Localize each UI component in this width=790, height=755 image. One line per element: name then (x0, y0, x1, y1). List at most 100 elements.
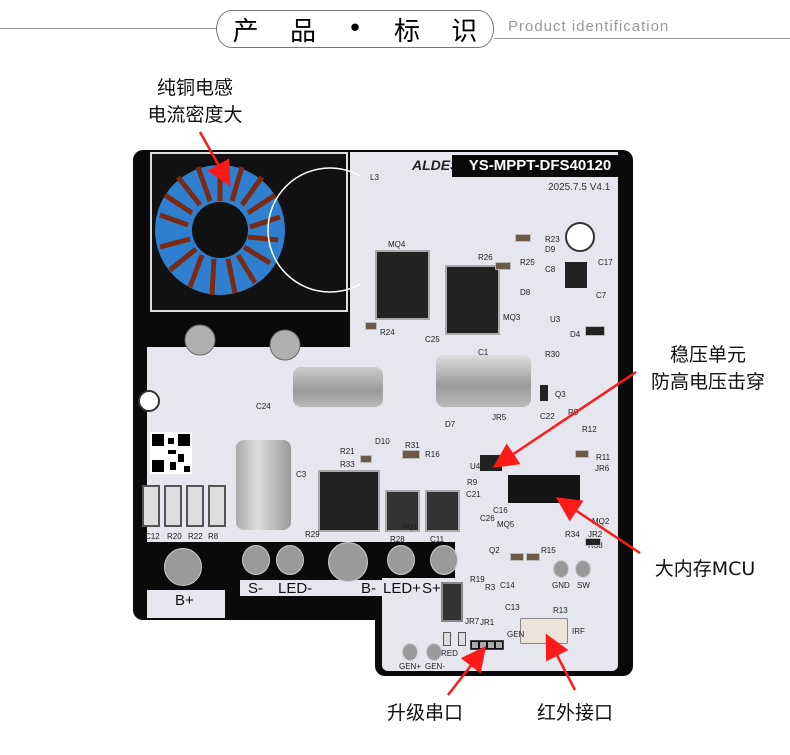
shunt-resistor (142, 485, 160, 527)
smd-part (510, 553, 524, 561)
annotation-inductor: 纯铜电感 电流密度大 (135, 75, 255, 129)
inductor-icon (155, 165, 360, 361)
smd-part (575, 450, 589, 458)
terminal-pad-s-minus (242, 545, 270, 575)
silk-label: D4 (570, 330, 581, 339)
annotation-mcu: 大内存MCU (654, 558, 756, 580)
smd-part (585, 538, 601, 546)
silk-label: R21 (340, 447, 355, 456)
capacitor-c3 (236, 440, 291, 530)
smd-part (495, 262, 511, 270)
silk-label: C25 (425, 335, 440, 344)
silk-label: R13 (553, 606, 568, 615)
silk-label: MQ4 (388, 240, 406, 249)
smd-part (526, 553, 540, 561)
terminal-pad-sw (575, 560, 591, 578)
silk-label: C11 (430, 535, 445, 544)
mounting-hole (138, 390, 160, 412)
mosfet-mq3 (445, 265, 500, 335)
silk-label: JR1 (480, 618, 495, 627)
mosfet-mq2 (425, 490, 460, 532)
silk-label: R24 (380, 328, 395, 337)
terminal-pad-gen-plus (402, 643, 418, 661)
mosfet-mq4 (375, 250, 430, 320)
silk-label: R23 (545, 235, 560, 244)
arrow-serial (447, 646, 487, 696)
header-rule-right (494, 38, 790, 39)
silk-label: C8 (545, 265, 556, 274)
terminal-label-s-minus: S- (248, 580, 263, 597)
terminal-label-b-minus: B- (361, 580, 376, 597)
silk-label: D10 (375, 437, 390, 446)
silk-label: RED (441, 649, 458, 658)
silk-label: C24 (256, 402, 271, 411)
silk-label-c16: C16 (493, 506, 508, 515)
silk-label: D9 (545, 245, 556, 254)
terminal-label-sw: SW (577, 581, 590, 590)
terminal-label-s-plus: S+ (422, 580, 441, 597)
terminal-label-gnd: GND (552, 581, 570, 590)
silk-label: C12 (145, 532, 160, 541)
model-label: YS-MPPT-DFS40120 (452, 155, 628, 177)
title-char: 标 (393, 16, 420, 47)
silk-label: C3 (296, 470, 307, 479)
arrow-inductor (198, 131, 231, 187)
mounting-hole (565, 222, 595, 252)
silk-label: MQ5 (497, 520, 515, 529)
annotation-line: 稳压单元 (669, 344, 746, 366)
silk-label: MQ3 (503, 313, 521, 322)
silk-label: IRF (572, 627, 585, 636)
silk-label: JR5 (492, 413, 507, 422)
title-char: 识 (451, 16, 478, 47)
terminal-label-gen-minus: GEN- (425, 662, 445, 671)
infrared-connector (520, 618, 568, 644)
silk-label: R5 (568, 408, 579, 417)
silk-b-plus-label-area (147, 590, 225, 618)
shunt-resistor (164, 485, 182, 527)
silk-label: R30 (545, 350, 560, 359)
arrow-infrared (545, 633, 577, 691)
chip-u3 (565, 262, 587, 288)
silk-label-r11: R11 (596, 453, 611, 462)
annotation-line: 防高电压击穿 (650, 371, 765, 393)
silk-label-r12: R12 (582, 425, 597, 434)
header-title: 产 品 • 标 识 (216, 10, 494, 48)
terminal-pad-gnd (553, 560, 569, 578)
annotation-regulator: 稳压单元 防高电压击穿 (638, 342, 778, 396)
terminal-pad-s-plus (430, 545, 458, 575)
mosfet-mq5 (318, 470, 380, 532)
silk-label: C7 (596, 291, 607, 300)
arrow-regulator (492, 370, 637, 468)
silk-label: R33 (340, 460, 355, 469)
annotation-serial: 升级串口 (386, 702, 463, 724)
led-gen (443, 632, 451, 646)
smd-part (360, 455, 372, 463)
silk-label-mq1: MQ1 (402, 524, 418, 531)
silk-label: R26 (478, 253, 493, 262)
jumper-jr1 (441, 582, 463, 622)
annotation-line: 电流密度大 (147, 104, 243, 126)
version-label: 2025.7.5 V4.1 (548, 182, 611, 193)
silk-label-c21: C21 (466, 490, 481, 499)
silk-label: Q3 (555, 390, 566, 399)
smd-part (365, 322, 377, 330)
silk-label: L3 (370, 173, 379, 182)
silk-label: R22 (188, 532, 203, 541)
silk-label: R9 (467, 478, 478, 487)
silk-label: C1 (478, 348, 489, 357)
qr-code (150, 432, 192, 474)
silk-label: C13 (505, 603, 520, 612)
terminal-label-b-plus: B+ (175, 592, 194, 609)
capacitor-c1-left (293, 367, 383, 407)
capacitor-c1 (436, 355, 531, 407)
title-char: • (347, 14, 363, 44)
silk-label: R19 (470, 575, 485, 584)
silk-label: JR6 (595, 464, 610, 473)
smd-part (585, 326, 605, 336)
brand-logo: ALDES (412, 157, 460, 173)
header-subtitle: Product identification (508, 18, 670, 35)
terminal-label-gen-plus: GEN+ (399, 662, 422, 671)
silk-label: GEN (507, 630, 525, 639)
silk-label: R28 (390, 535, 405, 544)
